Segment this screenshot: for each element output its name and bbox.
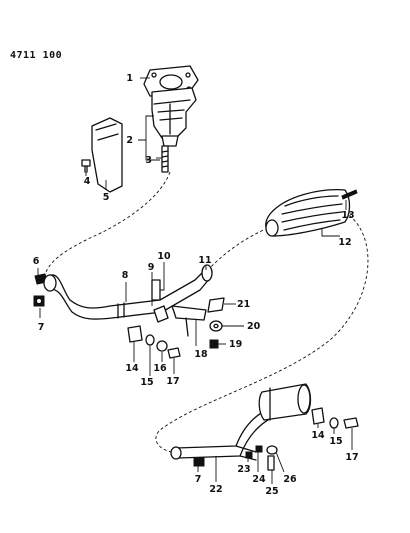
- callout-14-front: 14: [125, 363, 139, 374]
- bolt-front: [167, 347, 181, 359]
- callout-15-front: 15: [140, 377, 153, 388]
- callout-13: 13: [341, 210, 354, 221]
- leader-10: [160, 262, 165, 291]
- rear-hanger: [193, 457, 205, 467]
- heat-shield: [91, 117, 123, 193]
- leader-12: [321, 228, 340, 237]
- hanger-rear-right: [311, 407, 325, 425]
- rear-catalytic-converter: [265, 189, 351, 237]
- callout-2: 2: [126, 135, 133, 146]
- callout-22: 22: [209, 484, 222, 495]
- callout-15-rear: 15: [329, 436, 342, 447]
- callout-7-rear: 7: [195, 474, 202, 485]
- callout-5: 5: [103, 192, 110, 203]
- bracket-bolt: [151, 279, 161, 301]
- callout-10: 10: [157, 251, 171, 262]
- rear-washer-26: [266, 445, 278, 455]
- rear-bolt-25: [267, 455, 275, 471]
- center-hanger: [207, 297, 225, 313]
- routing-line-rear: [155, 211, 369, 453]
- callout-17-front: 17: [166, 376, 179, 387]
- front-exhaust-pipe: [43, 264, 213, 320]
- leader-26: [275, 451, 285, 473]
- spacer-front: [145, 334, 155, 346]
- rear-nut-24: [255, 445, 263, 453]
- converter-stud: [341, 189, 358, 200]
- callout-8: 8: [122, 270, 129, 281]
- callout-6: 6: [33, 256, 40, 267]
- callout-7-front: 7: [38, 322, 45, 333]
- callout-1: 1: [126, 73, 133, 84]
- callout-18: 18: [194, 349, 208, 360]
- callout-24: 24: [252, 474, 266, 485]
- leader-2: [138, 115, 160, 161]
- callout-12: 12: [338, 237, 351, 248]
- stud-bolt: [161, 145, 169, 173]
- callout-20: 20: [247, 321, 261, 332]
- callout-25: 25: [265, 486, 278, 497]
- heat-shield-bolt: [81, 159, 91, 173]
- center-bracket: [171, 305, 207, 337]
- callout-16: 16: [153, 363, 167, 374]
- callout-26: 26: [283, 474, 297, 485]
- callout-14-rear: 14: [311, 430, 325, 441]
- pipe-bracket: [153, 305, 169, 323]
- muffler-tail-pipe: [170, 383, 312, 461]
- callout-17-rear: 17: [345, 452, 358, 463]
- figure-code: 4711 100: [10, 50, 62, 61]
- spacer-rear: [329, 417, 339, 429]
- front-pipe-hanger: [33, 295, 45, 307]
- hanger-front-left: [127, 325, 143, 343]
- center-bolt: [209, 339, 219, 349]
- center-washer: [209, 320, 223, 332]
- routing-line-front: [45, 171, 171, 273]
- callout-4: 4: [84, 176, 91, 187]
- bolt-rear: [343, 417, 359, 429]
- callout-21: 21: [237, 299, 250, 310]
- callout-9: 9: [148, 262, 155, 273]
- callout-19: 19: [229, 339, 242, 350]
- callout-23: 23: [237, 464, 250, 475]
- rear-bolt-23: [245, 451, 253, 459]
- callout-11: 11: [198, 255, 211, 266]
- callout-3: 3: [145, 155, 152, 166]
- routing-line-middle: [207, 227, 269, 271]
- washer-front: [156, 340, 168, 352]
- front-catalytic-converter: [151, 87, 197, 147]
